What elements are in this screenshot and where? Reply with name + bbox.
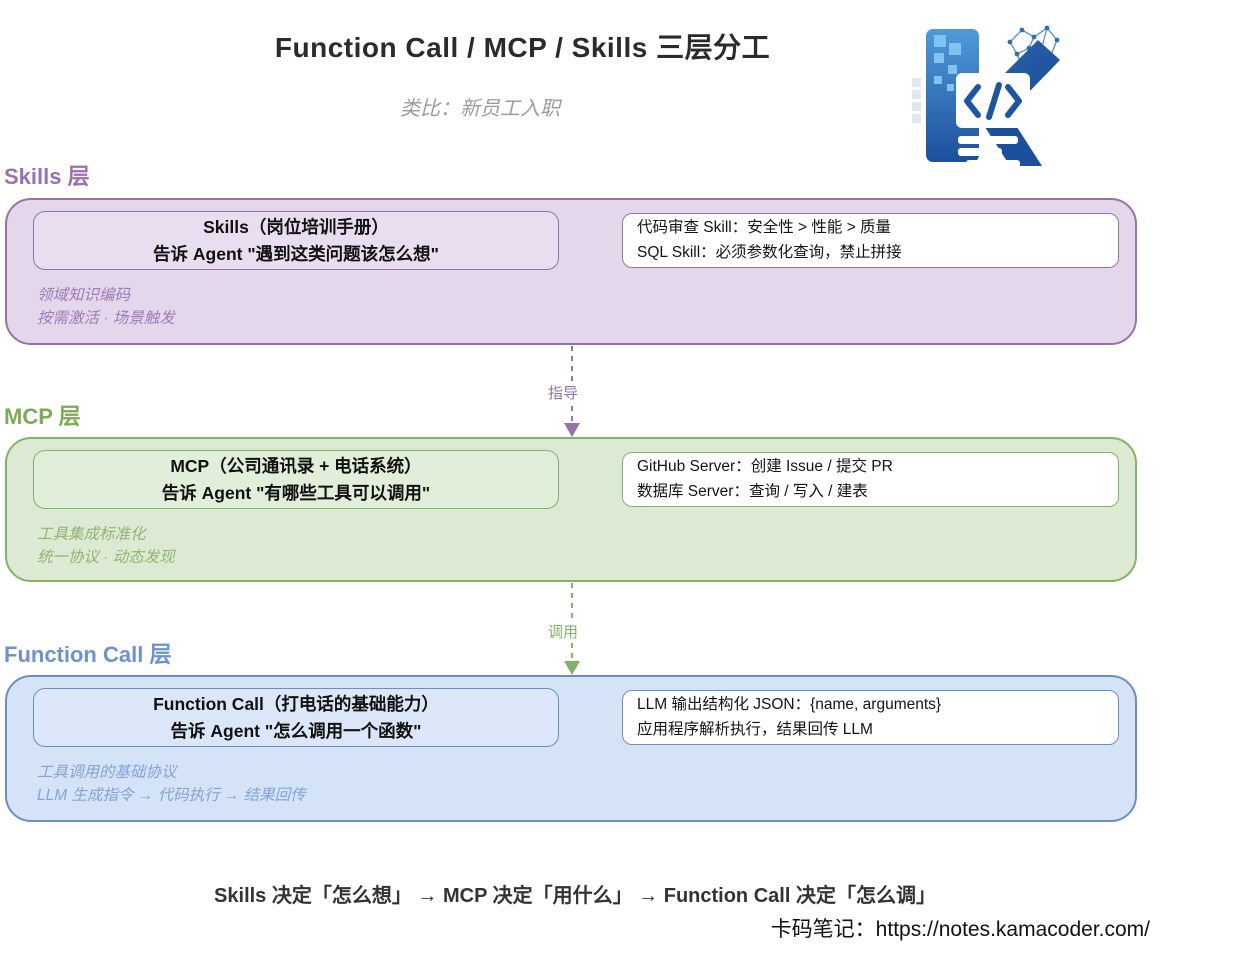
- skills-title-line2: 告诉 Agent "遇到这类问题该怎么想": [153, 243, 439, 264]
- mcp-example-box: GitHub Server：创建 Issue / 提交 PR 数据库 Serve…: [622, 452, 1119, 507]
- skills-title-line1: Skills（岗位培训手册）: [203, 217, 389, 238]
- skills-layer-box: Skills（岗位培训手册） 告诉 Agent "遇到这类问题该怎么想" 代码审…: [5, 198, 1137, 345]
- function-call-title-line1: Function Call（打电话的基础能力）: [153, 694, 439, 715]
- kamacoder-logo-icon: [910, 20, 1062, 170]
- function-call-layer-label: Function Call 层: [4, 642, 172, 667]
- skills-note-line2: 按需激活 · 场景触发: [37, 310, 175, 328]
- skills-example-line2: SQL Skill：必须参数化查询，禁止拼接: [637, 243, 902, 261]
- mcp-title-line1: MCP（公司通讯录 + 电话系统）: [170, 456, 422, 477]
- summary-line: Skills 决定「怎么想」 → MCP 决定「用什么」 → Function …: [214, 885, 936, 907]
- guide-arrow-label: 指导: [531, 381, 595, 404]
- guide-arrow-icon: [564, 346, 580, 437]
- skills-title-box: Skills（岗位培训手册） 告诉 Agent "遇到这类问题该怎么想": [33, 211, 559, 270]
- function-call-notes: 工具调用的基础协议 LLM 生成指令 → 代码执行 → 结果回传: [37, 761, 306, 808]
- mcp-example-line2: 数据库 Server：查询 / 写入 / 建表: [637, 482, 868, 500]
- mcp-notes: 工具集成标准化 统一协议 · 动态发现: [37, 523, 175, 570]
- function-call-title-line2: 告诉 Agent "怎么调用一个函数": [170, 720, 422, 741]
- function-call-example-line1: LLM 输出结构化 JSON：{name, arguments}: [637, 696, 942, 714]
- page-subtitle: 类比：新员工入职: [400, 98, 560, 120]
- function-call-title-box: Function Call（打电话的基础能力） 告诉 Agent "怎么调用一个…: [33, 688, 559, 747]
- function-call-note-line1: 工具调用的基础协议: [37, 764, 177, 781]
- watermark: 卡码笔记：https://notes.kamacoder.com/: [770, 918, 1150, 941]
- skills-example-box: 代码审查 Skill：安全性 > 性能 > 质量 SQL Skill：必须参数化…: [622, 213, 1119, 268]
- mcp-layer-label: MCP 层: [4, 404, 81, 429]
- skills-example-line1: 代码审查 Skill：安全性 > 性能 > 质量: [637, 219, 892, 237]
- mcp-note-line1: 工具集成标准化: [37, 526, 146, 543]
- function-call-note-line2: LLM 生成指令 → 代码执行 → 结果回传: [37, 787, 306, 805]
- function-call-example-box: LLM 输出结构化 JSON：{name, arguments} 应用程序解析执…: [622, 690, 1119, 745]
- mcp-title-line2: 告诉 Agent "有哪些工具可以调用": [161, 482, 431, 503]
- mcp-layer-box: MCP（公司通讯录 + 电话系统） 告诉 Agent "有哪些工具可以调用" G…: [5, 437, 1137, 582]
- skills-notes: 领域知识编码 按需激活 · 场景触发: [37, 284, 175, 331]
- skills-layer-label: Skills 层: [4, 164, 90, 189]
- invoke-arrow-label: 调用: [531, 620, 595, 643]
- function-call-layer-box: Function Call（打电话的基础能力） 告诉 Agent "怎么调用一个…: [5, 675, 1137, 822]
- page-title: Function Call / MCP / Skills 三层分工: [274, 32, 771, 63]
- function-call-example-line2: 应用程序解析执行，结果回传 LLM: [637, 720, 873, 738]
- mcp-title-box: MCP（公司通讯录 + 电话系统） 告诉 Agent "有哪些工具可以调用": [33, 450, 559, 509]
- skills-note-line1: 领域知识编码: [37, 287, 131, 304]
- mcp-note-line2: 统一协议 · 动态发现: [37, 549, 175, 567]
- mcp-example-line1: GitHub Server：创建 Issue / 提交 PR: [637, 458, 893, 476]
